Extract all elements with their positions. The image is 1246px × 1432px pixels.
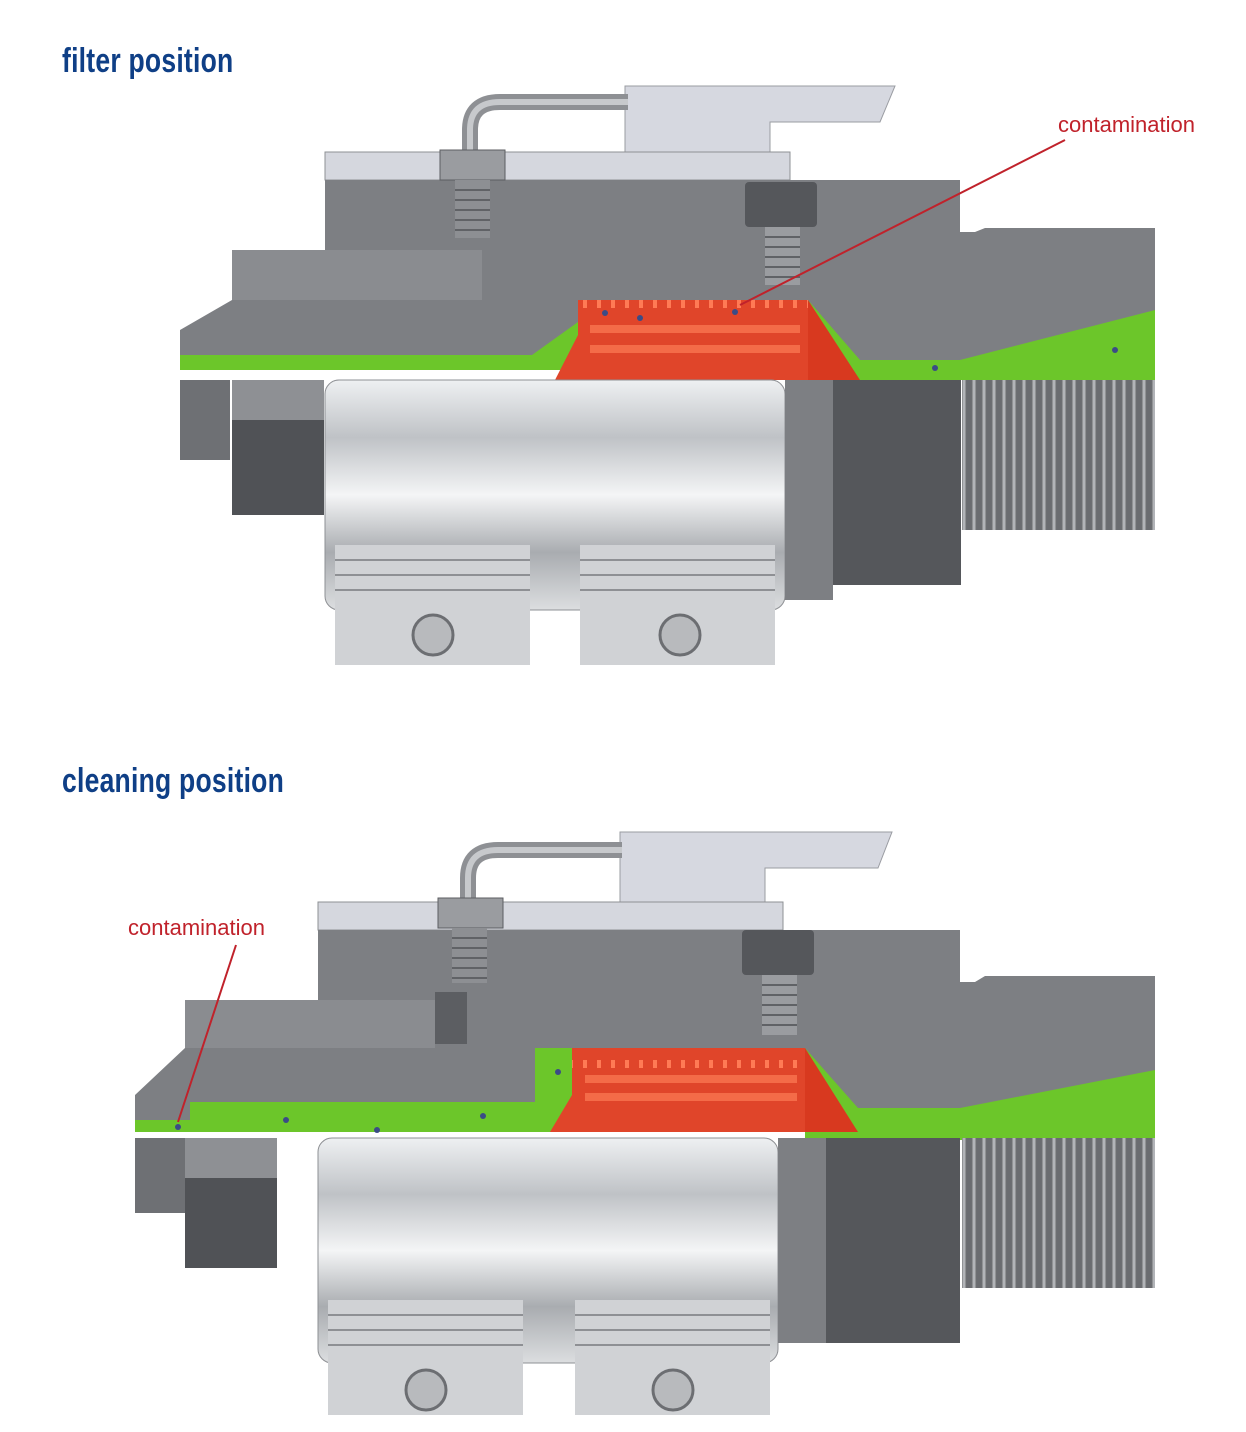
main-housing: [180, 180, 1155, 370]
fitting-nut: [439, 149, 506, 238]
top-cover: [324, 151, 791, 181]
contamination-particles: [175, 1069, 561, 1133]
cleaning-position-title: cleaning position: [62, 762, 285, 800]
screw: [745, 182, 817, 285]
screw: [742, 930, 814, 1035]
fluid-channel: [135, 1048, 1155, 1140]
right-fitting: [785, 380, 1155, 600]
tube: [462, 94, 628, 155]
left-fitting: [135, 1138, 277, 1268]
fitting-nut: [437, 897, 504, 983]
filter-element: [555, 300, 860, 380]
tube: [460, 842, 622, 902]
contamination-callout: contamination: [739, 112, 1195, 306]
top-cover: [317, 901, 784, 931]
contamination-label-filter: contamination: [1058, 112, 1195, 137]
right-fitting: [778, 1138, 1155, 1343]
main-housing: [135, 930, 1155, 1132]
contamination-callout: contamination: [128, 915, 265, 1123]
contamination-label-cleaning: contamination: [128, 915, 265, 940]
filter-element: [550, 1048, 858, 1132]
filter-position-diagram: contamination: [180, 85, 1195, 665]
lever-handle: [619, 831, 893, 906]
fluid-channel: [180, 300, 1155, 380]
left-fitting: [180, 380, 324, 515]
filter-bowl: [324, 379, 786, 665]
filter-bowl: [317, 1137, 779, 1415]
contamination-particles: [602, 309, 1118, 371]
filter-position-title: filter position: [62, 42, 234, 80]
